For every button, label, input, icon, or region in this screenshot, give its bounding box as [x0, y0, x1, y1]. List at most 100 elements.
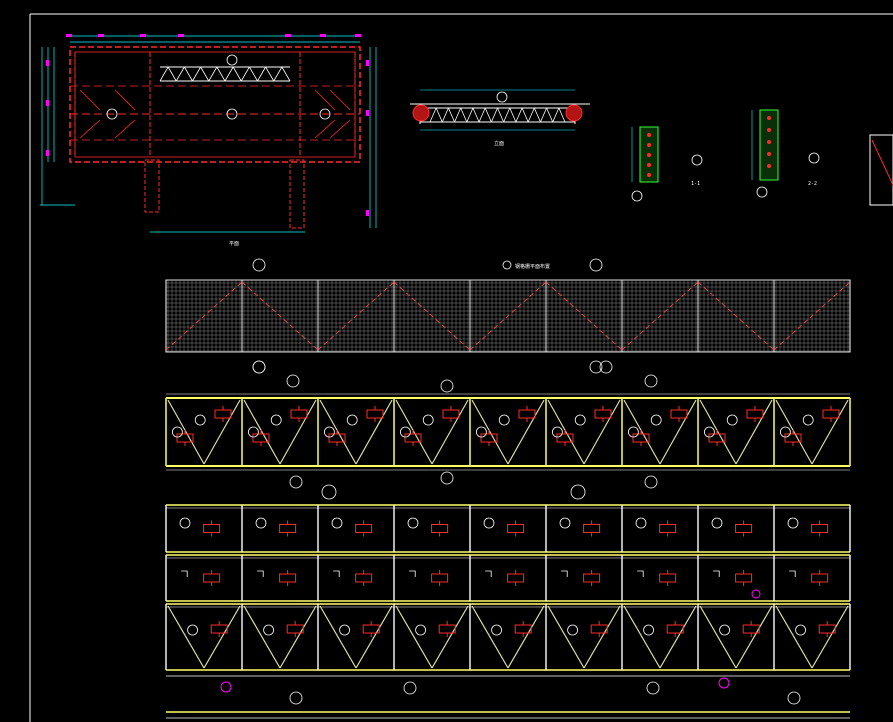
diagonal-member: [811, 399, 849, 465]
diagonal-member: [507, 399, 545, 465]
grating-brace: [165, 281, 243, 351]
truss-brace: [503, 107, 511, 123]
callout-circle: [187, 624, 199, 636]
diagonal-member: [395, 399, 433, 465]
corner-mark: [333, 570, 340, 577]
callout-circle: [567, 624, 578, 636]
floor-diagonal: [203, 605, 241, 669]
floor-diagonal: [775, 605, 813, 669]
callout-circle: [252, 360, 266, 374]
grating-brace: [241, 281, 319, 351]
truss-brace: [448, 107, 455, 123]
truss-brace: [429, 107, 437, 123]
section-details: 1-1 2-2: [631, 109, 893, 206]
callout-circle: [574, 414, 586, 426]
plan-truss-brace: [224, 66, 234, 82]
plan-truss-brace: [273, 66, 283, 82]
diagonal-member: [775, 399, 813, 465]
callout-circle: [644, 475, 658, 489]
grating-brace: [393, 281, 471, 351]
callout-circle: [780, 426, 791, 438]
floor-diagonal: [811, 605, 849, 669]
callout-circle: [719, 624, 730, 636]
plan-diagonal: [314, 89, 336, 111]
corner-mark: [181, 570, 188, 577]
top-chord-truss: [165, 360, 851, 500]
callout-circle: [399, 426, 411, 438]
diagonal-member: [583, 399, 621, 465]
callout-circle: [711, 517, 723, 529]
callout-circle: [331, 517, 343, 529]
plan-truss-brace: [167, 66, 177, 82]
truss-brace: [515, 107, 523, 123]
floor-diagonal: [507, 605, 545, 669]
grating-brace: [317, 281, 395, 351]
grating-brace: [773, 281, 851, 351]
callout-circle: [552, 426, 563, 438]
callout-circle: [650, 414, 662, 426]
grating-brace: [469, 281, 547, 351]
corner-mark: [257, 570, 264, 577]
plan-truss-brace: [281, 66, 291, 82]
truss-elevation: 立面: [410, 89, 590, 147]
plan-diagonal: [329, 89, 351, 111]
callout-circle: [704, 426, 715, 438]
truss-brace: [466, 107, 474, 123]
truss-brace: [472, 107, 480, 123]
plan-view: 平面: [40, 34, 377, 247]
callout-circle: [475, 426, 487, 438]
diagonal-member: [547, 399, 585, 465]
callout-circle: [171, 426, 183, 438]
diagonal-member: [699, 399, 737, 465]
diagonal-member: [735, 399, 773, 465]
diagonal-member: [623, 399, 661, 465]
magenta-marker: [751, 589, 761, 599]
callout-circle: [570, 484, 586, 500]
truss-brace: [509, 107, 517, 123]
plan-truss-brace: [240, 66, 250, 82]
floor-diagonal: [659, 605, 697, 669]
truss-brace: [478, 107, 486, 123]
plan-truss-brace: [192, 66, 201, 82]
truss-brace: [460, 107, 468, 123]
magenta-marker: [718, 677, 730, 689]
callout-circle: [491, 624, 503, 636]
drawing-frame: [29, 13, 893, 722]
grating-brace: [697, 281, 775, 351]
plan-diagonal: [79, 119, 101, 139]
truss-brace: [533, 107, 541, 123]
elevation-caption: 立面: [494, 140, 504, 147]
floor-diagonal: [699, 605, 737, 669]
callout-circle: [321, 484, 337, 500]
corner-mark: [485, 570, 492, 577]
plan-truss-brace: [208, 66, 218, 82]
callout-circle: [440, 379, 454, 393]
grating-plan: 钢格栅平面布置: [165, 258, 851, 374]
callout-circle: [323, 426, 335, 438]
callout-circle: [635, 517, 647, 529]
diagonal-member: [355, 399, 393, 465]
truss-brace: [490, 107, 498, 123]
floor-diagonal: [431, 605, 469, 669]
diagonal-member: [167, 399, 205, 465]
plan-truss-brace: [200, 66, 210, 82]
diagonal-member: [659, 399, 697, 465]
callout-circle: [339, 624, 351, 636]
plan-truss-brace: [216, 66, 226, 82]
bottom-row-partial: [166, 681, 850, 719]
floor-diagonal: [395, 605, 433, 669]
callout-circle: [346, 414, 358, 426]
callout-circle: [644, 374, 658, 388]
callout-circle: [802, 414, 814, 426]
callout-circle: [440, 471, 454, 485]
corner-mark: [561, 570, 568, 577]
plan-diagonal: [114, 89, 136, 111]
diagonal-member: [279, 399, 317, 465]
grating-brace: [621, 281, 699, 351]
callout-circle: [498, 414, 510, 426]
truss-brace: [546, 107, 554, 123]
corner-mark: [637, 570, 644, 577]
truss-brace: [435, 107, 443, 123]
callout-circle: [263, 624, 275, 636]
callout-circle: [407, 517, 419, 529]
